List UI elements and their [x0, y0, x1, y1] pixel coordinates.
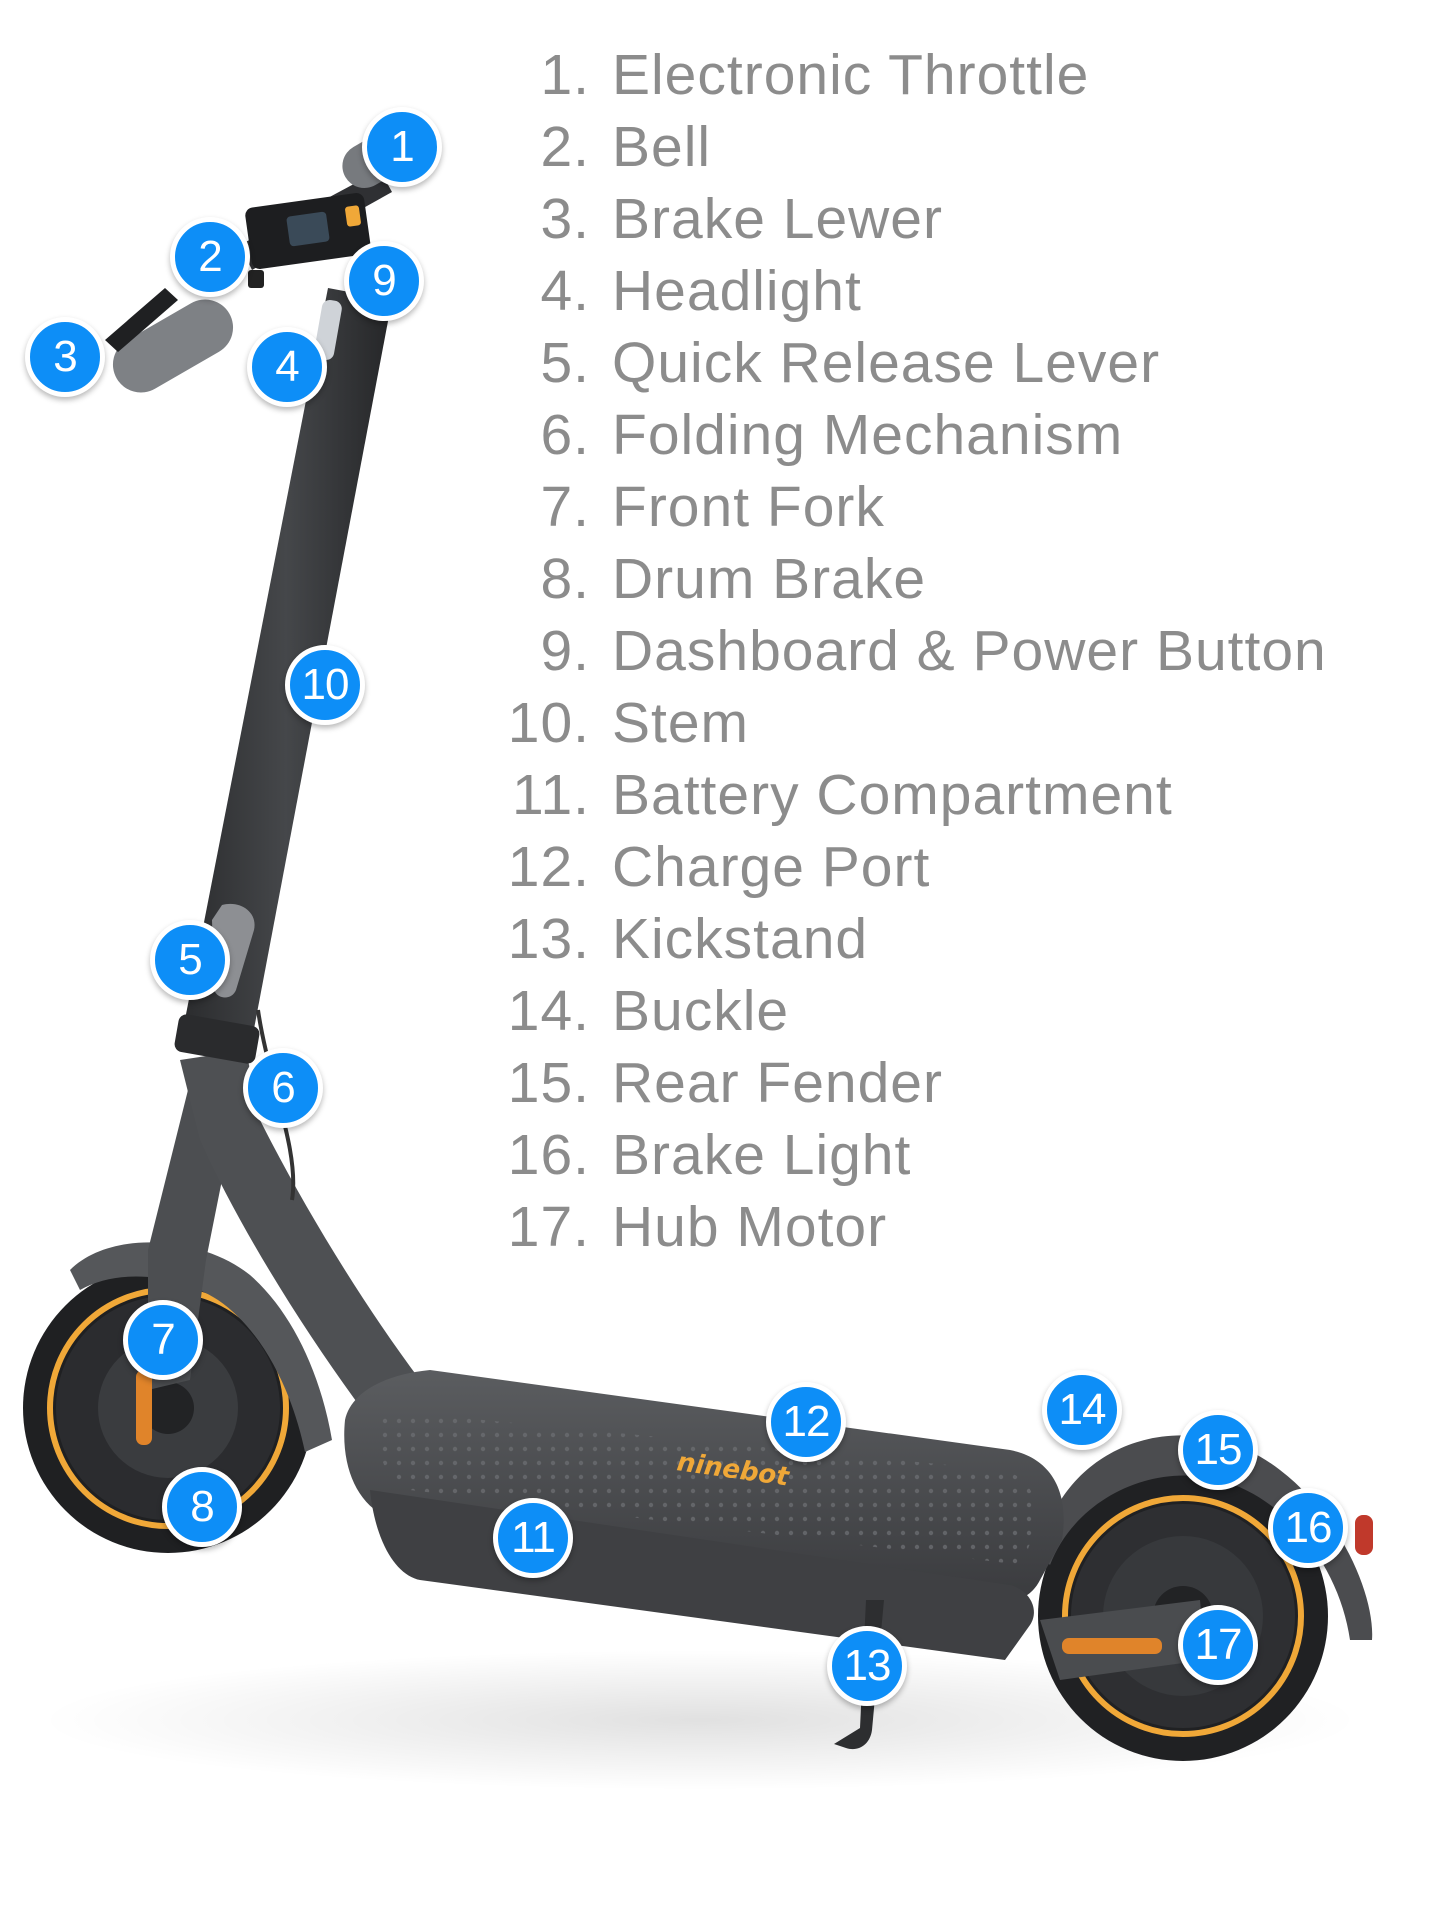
- folding-collar: [174, 1014, 260, 1064]
- legend-label: Brake Lewer: [612, 187, 943, 251]
- legend-number: 10.: [507, 691, 590, 755]
- legend-number: 17.: [507, 1195, 590, 1259]
- legend-item: 6. Folding Mechanism: [490, 402, 1327, 474]
- legend-number: 8.: [540, 547, 590, 611]
- ground-shadow: [40, 1650, 1360, 1790]
- brake-lever: [105, 288, 178, 352]
- legend-item: 12. Charge Port: [490, 834, 1327, 906]
- legend-number: 16.: [507, 1123, 590, 1187]
- callout-4: 4: [247, 327, 327, 407]
- legend-number: 4.: [540, 259, 590, 323]
- legend-label: Battery Compartment: [612, 763, 1173, 827]
- callout-1: 1: [362, 107, 442, 187]
- legend-item: 13. Kickstand: [490, 906, 1327, 978]
- legend-item: 1. Electronic Throttle: [490, 42, 1327, 114]
- frame-neck: [180, 1050, 420, 1420]
- legend-label: Rear Fender: [612, 1051, 943, 1115]
- legend-item: 5. Quick Release Lever: [490, 330, 1327, 402]
- callout-14: 14: [1042, 1370, 1122, 1450]
- deck-grip: [377, 1410, 1037, 1565]
- power-button: [345, 205, 361, 227]
- legend-item: 8. Drum Brake: [490, 546, 1327, 618]
- legend-item: 17. Hub Motor: [490, 1194, 1327, 1266]
- legend-item: 3. Brake Lewer: [490, 186, 1327, 258]
- legend-label: Headlight: [612, 259, 862, 323]
- legend-number: 5.: [540, 331, 590, 395]
- legend-label: Drum Brake: [612, 547, 927, 611]
- legend-item: 14. Buckle: [490, 978, 1327, 1050]
- callout-10: 10: [285, 645, 365, 725]
- legend-number: 6.: [540, 403, 590, 467]
- callout-6: 6: [243, 1048, 323, 1128]
- callout-13: 13: [827, 1626, 907, 1706]
- legend-item: 16. Brake Light: [490, 1122, 1327, 1194]
- legend-number: 13.: [507, 907, 590, 971]
- legend-label: Front Fork: [612, 475, 885, 539]
- headlight: [314, 299, 342, 361]
- dashboard-screen: [286, 211, 330, 247]
- legend-label: Charge Port: [612, 835, 931, 899]
- legend-number: 14.: [507, 979, 590, 1043]
- callout-15: 15: [1178, 1410, 1258, 1490]
- legend-label: Quick Release Lever: [612, 331, 1161, 395]
- stem: [180, 288, 392, 1050]
- legend-label: Folding Mechanism: [612, 403, 1124, 467]
- legend-label: Buckle: [612, 979, 790, 1043]
- legend-label: Bell: [612, 115, 712, 179]
- callout-9: 9: [344, 241, 424, 321]
- legend-label: Hub Motor: [612, 1195, 888, 1259]
- legend-number: 9.: [540, 619, 590, 683]
- parts-legend: 1. Electronic Throttle 2. Bell 3. Brake Lew…: [490, 42, 1327, 1266]
- callout-12: 12: [766, 1382, 846, 1462]
- legend-number: 11.: [511, 763, 590, 827]
- front-fender: [70, 1242, 332, 1452]
- legend-label: Stem: [612, 691, 750, 755]
- left-grip: [112, 299, 234, 393]
- legend-label: Brake Light: [612, 1123, 912, 1187]
- callout-3: 3: [25, 317, 105, 397]
- callout-8: 8: [162, 1467, 242, 1547]
- front-wheel: [23, 1263, 313, 1553]
- legend-label: Kickstand: [612, 907, 869, 971]
- legend-number: 2.: [540, 115, 590, 179]
- legend-item: 7. Front Fork: [490, 474, 1327, 546]
- legend-item: 4. Headlight: [490, 258, 1327, 330]
- callout-7: 7: [123, 1300, 203, 1380]
- legend-item: 15. Rear Fender: [490, 1050, 1327, 1122]
- callout-2: 2: [170, 217, 250, 297]
- legend-item: 2. Bell: [490, 114, 1327, 186]
- legend-number: 7.: [540, 475, 590, 539]
- rear-reflector: [1062, 1638, 1162, 1654]
- legend-label: Electronic Throttle: [612, 43, 1090, 107]
- callout-17: 17: [1178, 1605, 1258, 1685]
- legend-item: 10. Stem: [490, 690, 1327, 762]
- rear-fender: [1040, 1435, 1373, 1640]
- legend-label: Dashboard & Power Button: [612, 619, 1327, 683]
- brake-light: [1355, 1515, 1373, 1555]
- callout-5: 5: [150, 920, 230, 1000]
- legend-number: 3.: [540, 187, 590, 251]
- callout-11: 11: [493, 1498, 573, 1578]
- legend-number: 15.: [507, 1051, 590, 1115]
- legend-number: 12.: [507, 835, 590, 899]
- bell: [248, 270, 264, 288]
- legend-number: 1.: [540, 43, 590, 107]
- legend-item: 11. Battery Compartment: [490, 762, 1327, 834]
- callout-16: 16: [1268, 1488, 1348, 1568]
- fork-reflector: [136, 1370, 152, 1445]
- legend-item: 9. Dashboard & Power Button: [490, 618, 1327, 690]
